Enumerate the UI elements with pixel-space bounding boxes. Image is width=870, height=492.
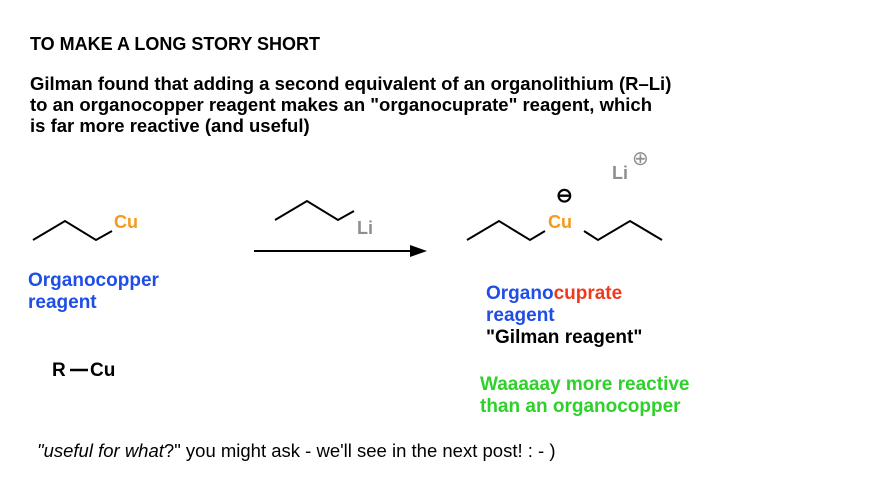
cu-formula-label: Cu — [90, 360, 116, 381]
page-title: TO MAKE A LONG STORY SHORT — [30, 34, 321, 54]
cuprate-left-chain — [466, 219, 546, 242]
organocuprate-label: Organocuprate reagent "Gilman reagent" — [486, 283, 643, 348]
gilman-reagent-label: "Gilman reagent" — [486, 327, 643, 348]
cuprate-copper-label: Cu — [548, 212, 572, 232]
footer-caption: "useful for what?" you might ask - we'll… — [37, 440, 556, 461]
organocopper-label: Organocopper reagent — [28, 270, 159, 313]
cuprate-right-chain — [583, 219, 663, 242]
r-group-label: R — [52, 360, 66, 381]
lithium-atom-label: Li — [357, 218, 373, 238]
intro-line-2: to an organocopper reagent makes an "org… — [30, 94, 653, 115]
lithium-counterion-label: Li — [612, 163, 628, 183]
copper-atom-label: Cu — [114, 212, 138, 232]
propyl-lithium-chain — [274, 199, 355, 222]
intro-line-1: Gilman found that adding a second equiva… — [30, 73, 672, 94]
negative-charge-icon: ⊖ — [556, 185, 573, 207]
positive-charge-icon: ⊕ — [632, 148, 649, 170]
intro-line-3: is far more reactive (and useful) — [30, 115, 310, 136]
propyl-copper-chain — [32, 219, 113, 242]
intro-paragraph: Gilman found that adding a second equiva… — [30, 73, 671, 136]
reactivity-note: Waaaaay more reactive than an organocopp… — [480, 374, 690, 417]
reaction-arrow-head — [410, 245, 427, 257]
